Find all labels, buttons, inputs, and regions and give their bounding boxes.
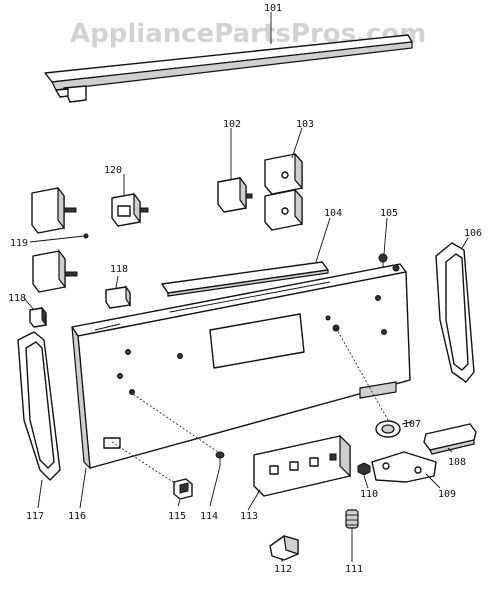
callout-118-lower: 118 xyxy=(8,293,26,304)
part-102-switch xyxy=(217,176,253,213)
part-110-nut xyxy=(357,462,371,476)
callout-110: 110 xyxy=(360,489,378,500)
part-105-screw xyxy=(378,253,388,268)
part-117-end-cap xyxy=(17,331,61,481)
part-104-glass xyxy=(161,261,329,297)
leader-lines xyxy=(23,12,469,562)
callout-labels: 101 102 103 104 105 106 107 108 109 110 … xyxy=(8,3,482,575)
part-119-switches xyxy=(31,186,89,293)
callout-107: 107 xyxy=(403,419,421,430)
part-107-knob xyxy=(375,420,401,438)
callout-106: 106 xyxy=(464,228,482,239)
callout-111: 111 xyxy=(345,564,363,575)
callout-104: 104 xyxy=(324,208,342,219)
callout-102: 102 xyxy=(223,119,241,130)
part-111-bushing xyxy=(345,509,359,529)
part-106-end-cap xyxy=(435,242,475,383)
part-112-knob xyxy=(269,535,299,561)
part-114-screw xyxy=(215,451,225,466)
callout-108: 108 xyxy=(448,457,466,468)
part-113-switch-block xyxy=(253,434,351,497)
callout-113: 113 xyxy=(240,511,258,522)
callout-101: 101 xyxy=(264,3,282,14)
part-101-trim-rail xyxy=(44,34,413,103)
callout-120: 120 xyxy=(104,165,122,176)
callout-119: 119 xyxy=(10,238,28,249)
callout-114: 114 xyxy=(200,511,218,522)
callout-116: 116 xyxy=(68,511,86,522)
callout-103: 103 xyxy=(296,119,314,130)
callout-105: 105 xyxy=(380,208,398,219)
callout-115: 115 xyxy=(168,511,186,522)
part-103-switches xyxy=(264,152,303,231)
part-109-bracket xyxy=(371,451,437,483)
callout-112: 112 xyxy=(274,564,292,575)
callout-118-upper: 118 xyxy=(110,264,128,275)
part-116-backsplash xyxy=(71,263,411,470)
part-120-switch xyxy=(111,192,149,227)
part-118-small-parts xyxy=(29,285,131,328)
callout-117: 117 xyxy=(26,511,44,522)
callout-109: 109 xyxy=(438,489,456,500)
part-108-trim xyxy=(423,423,477,455)
part-115-small-switch xyxy=(173,478,193,500)
